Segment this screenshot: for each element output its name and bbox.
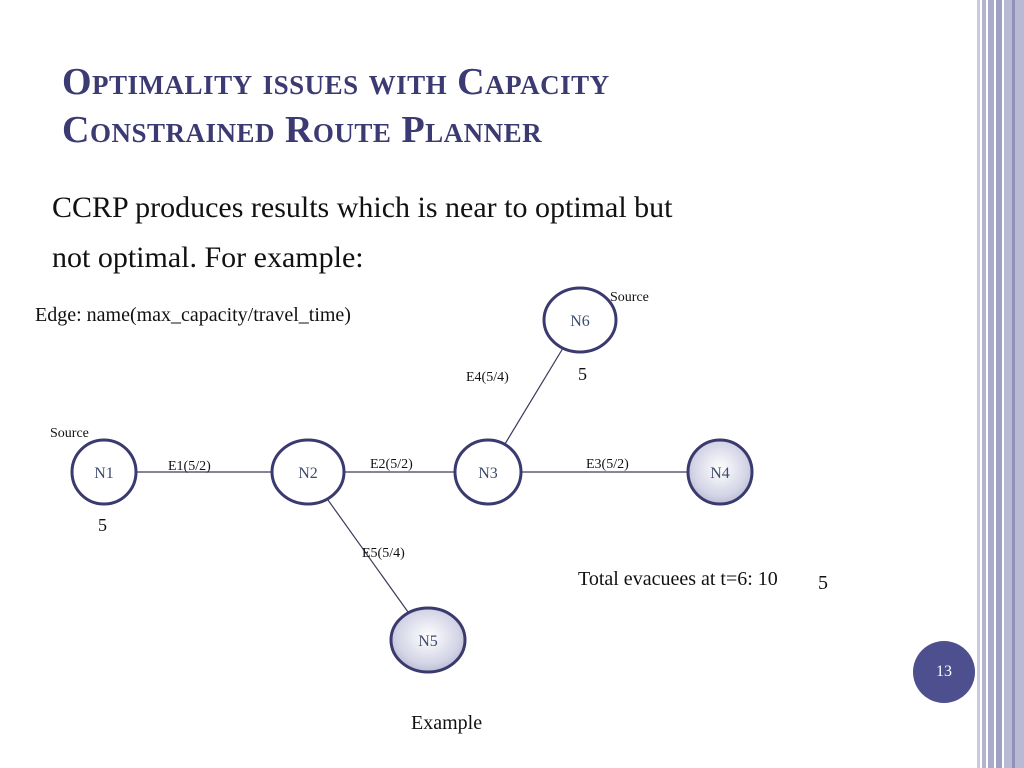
decor-stripe [982, 0, 986, 768]
n1-evacuee-count: 5 [98, 515, 107, 535]
body-line-1: CCRP produces results which is near to o… [52, 191, 673, 224]
node-n5 [389, 606, 467, 674]
total-evacuees-overlap: 5 [818, 572, 828, 594]
slide-title-line-2: Constrained Route Planner [62, 109, 543, 151]
edge-label-e5: E5(5/4) [362, 546, 405, 561]
node-label-n6: N6 [570, 313, 590, 330]
figure-caption: Example [411, 712, 483, 734]
slide-number: 13 [936, 663, 952, 680]
node-label-n4: N4 [710, 465, 730, 482]
n6-evacuee-count: 5 [578, 364, 587, 384]
slide-title: Optimality issues with Capacity Constrai… [62, 58, 942, 154]
decor-stripe [977, 0, 980, 768]
decor-stripe [996, 0, 1002, 768]
node-n2 [270, 438, 346, 506]
node-label-n3: N3 [478, 465, 498, 482]
node-label-n2: N2 [298, 465, 318, 482]
node-n6 [542, 286, 618, 354]
node-n4 [686, 438, 754, 506]
slide-title-line-1: Optimality issues with Capacity [62, 61, 610, 103]
body-text: CCRP produces results which is near to o… [52, 183, 912, 283]
decor-stripe [988, 0, 994, 768]
node-label-n5: N5 [418, 633, 438, 650]
edge-label-e1: E1(5/2) [168, 459, 211, 474]
edge-label-e3: E3(5/2) [586, 457, 629, 472]
n6-source-label: Source [610, 290, 649, 305]
node-n3 [453, 438, 523, 506]
decor-stripe [1012, 0, 1015, 768]
n1-source-label: Source [50, 426, 89, 441]
node-label-n1: N1 [94, 465, 114, 482]
slide-number-badge: 13 [913, 641, 975, 703]
edge-legend: Edge: name(max_capacity/travel_time) [35, 304, 351, 326]
edge-label-e2: E2(5/2) [370, 457, 413, 472]
node-n1 [70, 438, 138, 506]
total-evacuees: Total evacuees at t=6: 10 [578, 568, 778, 590]
edge-label-e4: E4(5/4) [466, 370, 509, 385]
body-line-2: not optimal. For example: [52, 241, 364, 274]
